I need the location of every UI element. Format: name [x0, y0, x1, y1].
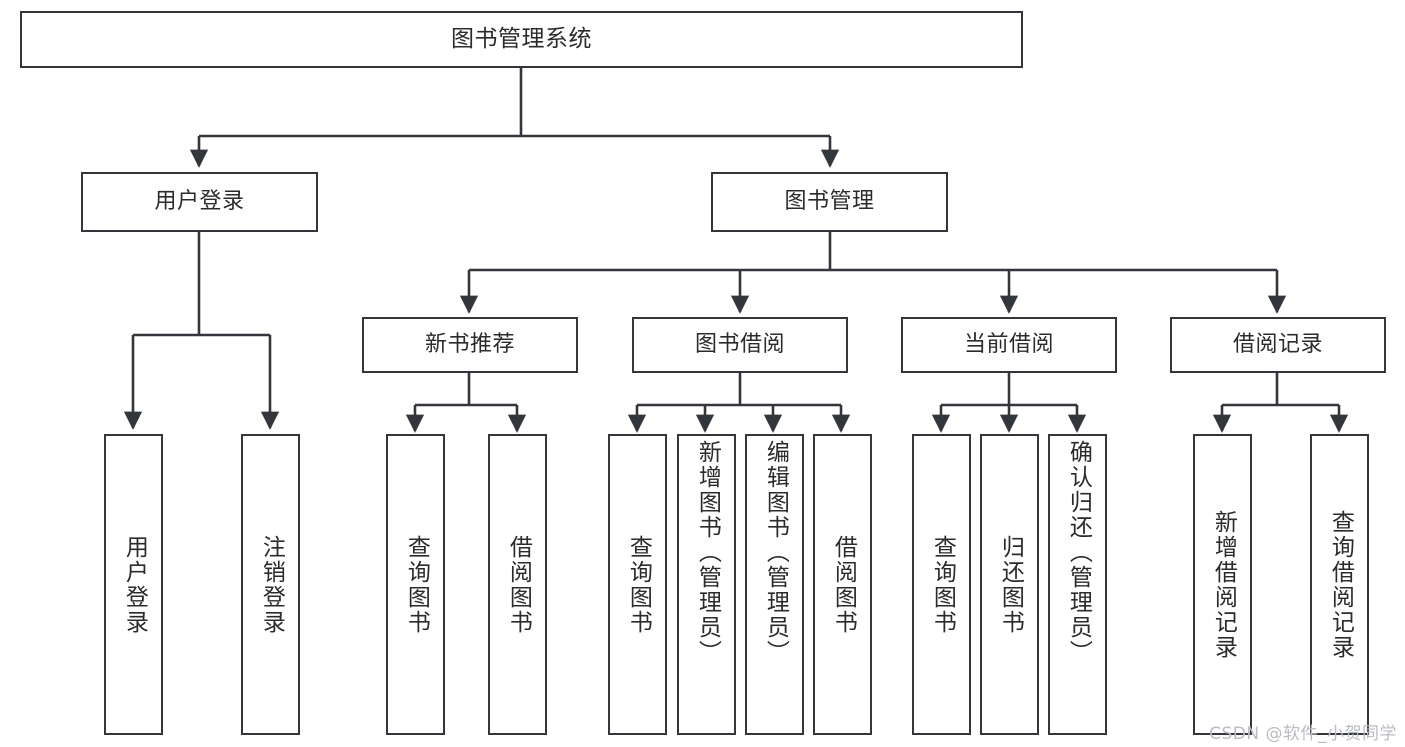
- node-label: 查询图书: [403, 534, 430, 635]
- leaf-borrow-add-book-admin[interactable]: 新增图书（管理员）: [677, 434, 736, 735]
- node-label: 借阅图书: [505, 534, 532, 635]
- leaf-current-confirm-return-admin[interactable]: 确认归还（管理员）: [1048, 434, 1107, 735]
- leaf-record-query-record[interactable]: 查询借阅记录: [1310, 434, 1369, 735]
- leaf-borrow-borrow-book[interactable]: 借阅图书: [813, 434, 872, 735]
- node-label: 图书管理: [784, 188, 875, 214]
- leaf-borrow-query-book[interactable]: 查询图书: [608, 434, 667, 735]
- node-label: 新增图书（管理员）: [694, 440, 721, 665]
- node-label: 注销登录: [258, 534, 285, 635]
- leaf-borrow-edit-book-admin[interactable]: 编辑图书（管理员）: [745, 434, 804, 735]
- node-root-system[interactable]: 图书管理系统: [20, 11, 1023, 68]
- node-label: 用户登录: [154, 188, 245, 214]
- node-label: 当前借阅: [963, 331, 1054, 357]
- leaf-new-book-borrow[interactable]: 借阅图书: [488, 434, 547, 735]
- node-label: 图书管理系统: [451, 25, 592, 52]
- node-label: 图书借阅: [694, 331, 785, 357]
- node-label: 查询图书: [625, 534, 652, 635]
- node-book-management[interactable]: 图书管理: [711, 172, 948, 232]
- node-label: 新书推荐: [424, 331, 515, 357]
- node-label: 归还图书: [997, 534, 1024, 635]
- node-label: 新增借阅记录: [1210, 509, 1237, 660]
- watermark: CSDN @软件_小贺同学: [1209, 724, 1397, 744]
- node-label: 借阅图书: [830, 534, 857, 635]
- leaf-record-add-record[interactable]: 新增借阅记录: [1193, 434, 1252, 735]
- node-book-borrow[interactable]: 图书借阅: [632, 317, 848, 373]
- node-label: 编辑图书（管理员）: [762, 440, 789, 665]
- node-label: 确认归还（管理员）: [1065, 440, 1092, 665]
- node-label: 借阅记录: [1232, 331, 1323, 357]
- node-label: 查询借阅记录: [1327, 509, 1354, 660]
- node-label: 用户登录: [121, 534, 148, 635]
- leaf-current-query-book[interactable]: 查询图书: [912, 434, 971, 735]
- leaf-user-login-login[interactable]: 用户登录: [104, 434, 163, 735]
- node-new-book-recommend[interactable]: 新书推荐: [362, 317, 578, 373]
- node-borrow-record[interactable]: 借阅记录: [1170, 317, 1386, 373]
- node-current-borrow[interactable]: 当前借阅: [901, 317, 1117, 373]
- leaf-current-return-book[interactable]: 归还图书: [980, 434, 1039, 735]
- node-label: 查询图书: [929, 534, 956, 635]
- leaf-user-login-logout[interactable]: 注销登录: [241, 434, 300, 735]
- node-user-login[interactable]: 用户登录: [81, 172, 318, 232]
- leaf-new-book-query[interactable]: 查询图书: [386, 434, 445, 735]
